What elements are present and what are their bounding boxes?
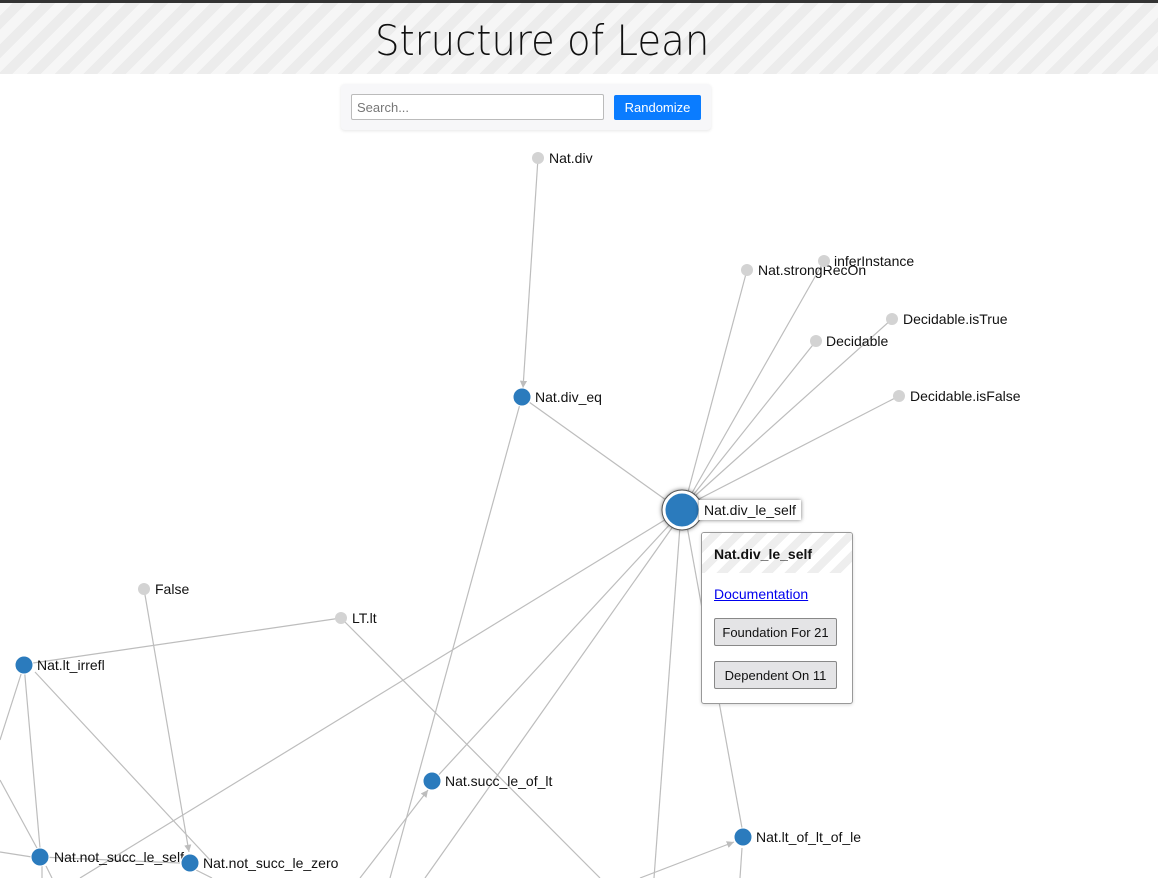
node-infer-instance[interactable]: inferInstance	[818, 253, 914, 269]
randomize-button[interactable]: Randomize	[614, 95, 701, 120]
edge	[698, 395, 900, 500]
edge	[693, 340, 817, 495]
node-label: Nat.not_succ_le_zero	[203, 855, 339, 871]
edge	[143, 588, 192, 853]
search-input[interactable]	[351, 94, 604, 120]
edge	[739, 847, 743, 878]
selected-node-label: Nat.div_le_self	[699, 500, 801, 520]
node-nat-div-eq[interactable]: Nat.div_eq	[512, 387, 602, 407]
node-label: LT.lt	[352, 610, 377, 626]
node-nat-not-succ-le-zero[interactable]: Nat.not_succ_le_zero	[180, 853, 339, 873]
node-nat-div-le-self-selected[interactable]	[661, 489, 703, 531]
page-title: Structure of Lean	[375, 16, 710, 65]
node-label: Nat.div	[549, 150, 593, 166]
edge	[39, 856, 181, 864]
node-label: False	[155, 581, 189, 597]
edge	[0, 664, 25, 741]
node-nat-strong-rec-on[interactable]: Nat.strongRecOn	[741, 262, 866, 278]
edge	[79, 517, 669, 878]
edge	[519, 157, 539, 389]
edge	[0, 779, 39, 851]
node-info-tooltip: Nat.div_le_self Documentation Foundation…	[701, 532, 853, 704]
edge	[695, 318, 893, 496]
edge	[340, 617, 601, 878]
edge	[195, 869, 213, 878]
header-banner: Structure of Lean	[0, 3, 1158, 74]
node-label: Decidable.isFalse	[910, 388, 1021, 404]
node-label: Decidable	[826, 333, 888, 349]
node-nat-lt-of-lt-of-le[interactable]: Nat.lt_of_lt_of_le	[733, 827, 861, 847]
node-label: Nat.div_eq	[535, 389, 602, 405]
edge	[424, 524, 675, 878]
edge	[23, 664, 41, 849]
foundation-for-button[interactable]: Foundation For 21	[714, 618, 837, 646]
edge	[639, 841, 735, 878]
dependent-on-button[interactable]: Dependent On 11	[714, 661, 837, 689]
top-border	[0, 0, 1158, 3]
edge	[653, 525, 681, 878]
node-false[interactable]: False	[138, 581, 189, 597]
node-label: Nat.strongRecOn	[758, 262, 866, 278]
edge	[691, 260, 825, 494]
node-decidable[interactable]: Decidable	[810, 333, 888, 349]
edge	[432, 521, 673, 782]
node-nat-succ-le-of-lt[interactable]: Nat.succ_le_of_lt	[422, 771, 553, 791]
edge	[34, 671, 211, 861]
node-nat-div[interactable]: Nat.div	[532, 150, 593, 166]
node-nat-not-succ-le-self[interactable]: Nat.not_succ_le_self	[30, 847, 184, 867]
edge	[359, 789, 429, 878]
tooltip-title: Nat.div_le_self	[714, 546, 813, 562]
tooltip-header: Nat.div_le_self	[702, 533, 852, 573]
node-nat-lt-irrefl[interactable]: Nat.lt_irrefl	[14, 655, 105, 675]
edge	[45, 865, 53, 878]
edge	[0, 851, 33, 858]
node-label: Decidable.isTrue	[903, 311, 1008, 327]
edge	[389, 403, 521, 878]
node-lt-lt[interactable]: LT.lt	[335, 610, 377, 626]
search-bar: Randomize	[341, 84, 711, 130]
graph-nodes: Nat.div Nat.strongRecOn inferInstance De…	[14, 150, 1021, 873]
graph-edges	[0, 157, 900, 878]
node-label: Nat.not_succ_le_self	[54, 849, 184, 865]
node-decidable-is-true[interactable]: Decidable.isTrue	[886, 311, 1008, 327]
node-label: Nat.lt_irrefl	[37, 657, 105, 673]
node-label: inferInstance	[834, 253, 914, 269]
node-label: Nat.lt_of_lt_of_le	[756, 829, 861, 845]
edge	[521, 396, 667, 501]
edge	[687, 269, 748, 493]
documentation-link[interactable]: Documentation	[714, 586, 809, 602]
node-decidable-is-false[interactable]: Decidable.isFalse	[893, 388, 1021, 404]
node-label: Nat.succ_le_of_lt	[445, 773, 553, 789]
edge	[32, 617, 342, 664]
